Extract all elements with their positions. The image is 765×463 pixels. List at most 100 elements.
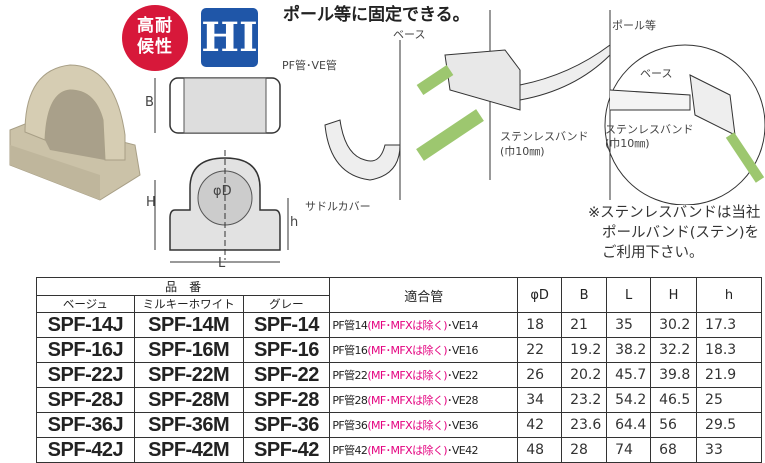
value-phiD: 22 [517, 337, 563, 363]
arrow-icon [725, 132, 765, 183]
hi-badge: HI [201, 8, 258, 67]
pipe-exclusion: (MF･MFXは除く) [367, 444, 447, 457]
band-strip [519, 44, 611, 101]
code-milky-white: SPF-28M [133, 387, 244, 413]
band-note: ※ステンレスバンドは当社 ポールバンド(ステン)を ご利用下さい。 [588, 205, 761, 261]
pipe-exclusion: (MF･MFXは除く) [367, 319, 447, 332]
dimension-drawing [154, 77, 289, 263]
pipe-pf: PF管14 [332, 319, 368, 332]
arrow-icon [416, 109, 484, 161]
pipe-ve: ･VE28 [446, 394, 479, 407]
header-milky-white: ミルキーホワイト [133, 295, 244, 313]
header-phiD: φD [517, 277, 563, 313]
value-H: 56 [650, 412, 698, 438]
value-B: 23.2 [561, 387, 608, 413]
pipe-pf: PF管28 [332, 394, 368, 407]
saddle-cover-part [324, 119, 401, 181]
value-L: 54.2 [606, 387, 652, 413]
value-h: 21.9 [696, 362, 762, 388]
code-milky-white: SPF-42M [133, 437, 244, 463]
code-gray: SPF-16 [242, 337, 331, 363]
code-gray: SPF-36 [242, 412, 331, 438]
pipe-exclusion: (MF･MFXは除く) [367, 419, 447, 432]
value-H: 68 [650, 437, 698, 463]
code-milky-white: SPF-36M [133, 412, 244, 438]
saddle-cover-label: サドルカバー [305, 200, 371, 213]
pipe-pf: PF管16 [332, 344, 368, 357]
code-beige: SPF-16J [36, 337, 135, 363]
value-L: 38.2 [606, 337, 652, 363]
value-L: 45.7 [606, 362, 652, 388]
base-label: ベース [393, 28, 426, 41]
code-milky-white: SPF-22M [133, 362, 244, 388]
value-h: 18.3 [696, 337, 762, 363]
code-milky-white: SPF-14M [133, 312, 244, 338]
header-pipe: 適合管 [329, 277, 519, 313]
code-beige: SPF-36J [36, 412, 135, 438]
pipe-ve: ･VE16 [446, 344, 479, 357]
header-beige: ベージュ [36, 295, 135, 313]
value-H: 39.8 [650, 362, 698, 388]
value-B: 23.6 [561, 412, 608, 438]
installation-diagram [324, 10, 765, 205]
value-phiD: 48 [517, 437, 563, 463]
code-gray: SPF-42 [242, 437, 331, 463]
spec-table: 品 番 適合管 φD B L H h ベージュ ミルキーホワイト グレー SPF… [35, 277, 762, 463]
pipe-pf: PF管22 [332, 369, 368, 382]
value-phiD: 42 [517, 412, 563, 438]
compatible-pipe: PF管22(MF･MFXは除く)･VE22 [329, 362, 519, 388]
value-H: 30.2 [650, 312, 698, 338]
detail-inset-circle [604, 44, 765, 205]
header-part-no: 品 番 [35, 277, 331, 296]
value-L: 35 [606, 312, 652, 338]
value-phiD: 34 [517, 387, 563, 413]
header-L: L [606, 277, 652, 313]
code-beige: SPF-42J [36, 437, 135, 463]
pole-label: ポール等 [612, 19, 656, 32]
dim-phiD-label: φD [213, 184, 232, 199]
dim-L-label: L [218, 256, 226, 271]
band-label: ステンレスバンド [500, 130, 589, 143]
pipe-ve: ･VE36 [446, 419, 479, 432]
dim-H-label: H [146, 195, 156, 210]
value-h: 17.3 [696, 312, 762, 338]
product-photo [9, 64, 141, 201]
pipe-ve: ･VE22 [446, 369, 479, 382]
header-h: h [696, 277, 762, 313]
dim-B-label: B [145, 95, 154, 110]
code-gray: SPF-22 [242, 362, 331, 388]
compatible-pipe: PF管28(MF･MFXは除く)･VE28 [329, 387, 519, 413]
compatible-pipe: PF管16(MF･MFXは除く)･VE16 [329, 337, 519, 363]
pipe-exclusion: (MF･MFXは除く) [367, 344, 447, 357]
pipe-exclusion: (MF･MFXは除く) [367, 394, 447, 407]
pipe-exclusion: (MF･MFXは除く) [367, 369, 447, 382]
value-H: 32.2 [650, 337, 698, 363]
value-h: 33 [696, 437, 762, 463]
compatible-pipe: PF管42(MF･MFXは除く)･VE42 [329, 437, 519, 463]
band-width-label: (巾10㎜) [500, 145, 545, 158]
code-milky-white: SPF-16M [133, 337, 244, 363]
code-beige: SPF-22J [36, 362, 135, 388]
pipe-ve: ･VE14 [446, 319, 479, 332]
value-h: 25 [696, 387, 762, 413]
code-gray: SPF-28 [242, 387, 331, 413]
inset-band-width-label: (巾10㎜) [605, 137, 650, 150]
base-part [444, 49, 521, 111]
code-beige: SPF-14J [36, 312, 135, 338]
arrow-icon [416, 65, 454, 95]
value-B: 19.2 [561, 337, 608, 363]
high-weather-resistance-badge: 高耐候性 [122, 5, 188, 71]
header-B: B [561, 277, 608, 313]
inset-band-label: ステンレスバンド [605, 123, 694, 136]
value-B: 21 [561, 312, 608, 338]
pipe-pf: PF管36 [332, 419, 368, 432]
pipe-ve: ･VE42 [446, 444, 479, 457]
pipe-pf: PF管42 [332, 444, 368, 457]
value-H: 46.5 [650, 387, 698, 413]
value-phiD: 26 [517, 362, 563, 388]
